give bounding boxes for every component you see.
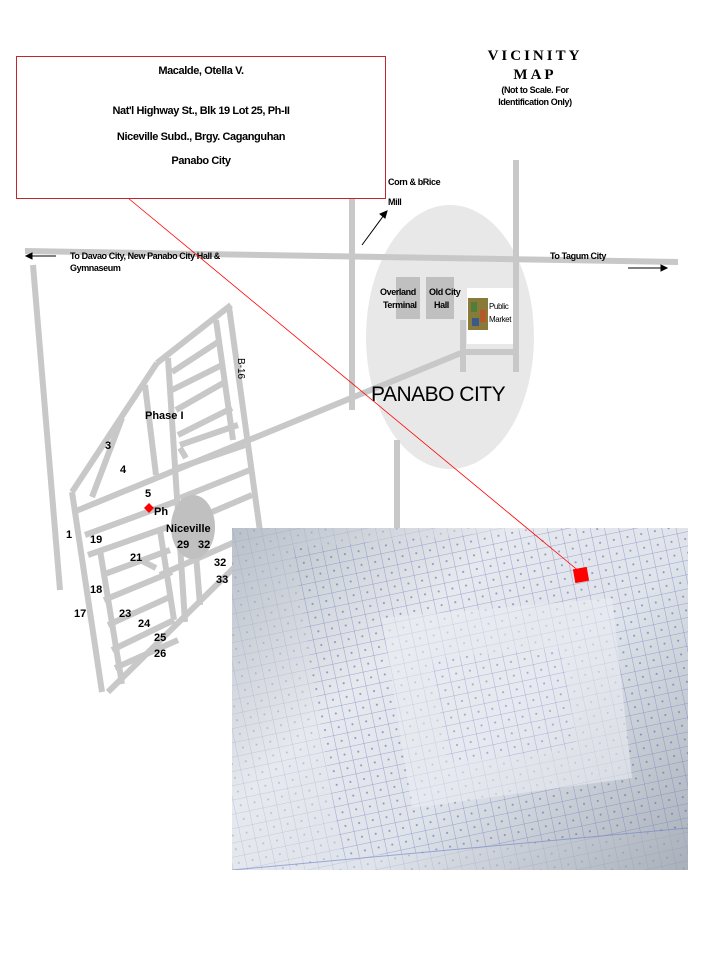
title-line-1: VICINITY: [487, 48, 583, 64]
owner-name: Macalde, Otella V.: [158, 65, 244, 77]
overland-terminal-label-2: Terminal: [383, 300, 417, 310]
block-number: 19: [90, 534, 102, 546]
subdivision-plan-drawing: [232, 528, 688, 870]
public-market-label-1: Public: [489, 302, 509, 311]
block-number: 24: [138, 618, 151, 630]
arrow-right-icon: [628, 264, 669, 272]
overland-terminal-building: [396, 277, 420, 319]
scale-note-2: Identification Only): [498, 97, 572, 107]
old-city-hall-building: [426, 277, 454, 319]
block-number: 32: [198, 539, 210, 551]
overland-terminal-label-1: Overland: [380, 287, 416, 297]
address-line-3: Panabo City: [171, 155, 231, 167]
block-number: 26: [154, 648, 166, 660]
road-b16-label: B-16: [235, 358, 246, 380]
scale-note-1: (Not to Scale. For: [501, 85, 569, 95]
public-market-label-2: Market: [489, 315, 512, 324]
niceville-label: Niceville: [166, 523, 211, 535]
to-tagum-label: To Tagum City: [550, 251, 606, 261]
block-number: 5: [145, 488, 151, 500]
phase-2-label: Ph: [154, 506, 168, 518]
address-line-2: Niceville Subd., Brgy. Caganguhan: [116, 131, 286, 143]
address-box: Macalde, Otella V. Nat'l Highway St., Bl…: [16, 56, 386, 199]
block-number: 18: [90, 584, 102, 596]
block-number: 1: [66, 529, 72, 541]
phase-1-label: Phase I: [145, 410, 184, 422]
mill-label-1: Corn & bRice: [388, 177, 441, 187]
block-number: 21: [130, 552, 142, 564]
block-number: 17: [74, 608, 86, 620]
block-number: 4: [120, 464, 127, 476]
subdivision-plan-photo: [232, 528, 688, 870]
to-davao-label-1: To Davao City, New Panabo City Hall &: [70, 251, 221, 261]
block-number: 32: [214, 557, 226, 569]
old-city-hall-label-2: Hall: [434, 300, 449, 310]
panabo-city-label: PANABO CITY: [371, 383, 506, 406]
block-number: 23: [119, 608, 131, 620]
arrow-left-icon: [24, 252, 56, 260]
block-number: 25: [154, 632, 166, 644]
block-number: 29: [177, 539, 189, 551]
title-line-2: MAP: [513, 67, 557, 83]
public-market-icon: [468, 298, 488, 330]
map-title: VICINITY MAP (Not to Scale. For Identifi…: [455, 48, 615, 108]
block-number: 33: [216, 574, 228, 586]
block-number: 3: [105, 440, 111, 452]
to-davao-label-2: Gymnaseum: [70, 263, 121, 273]
address-line-1: Nat'l Highway St., Blk 19 Lot 25, Ph-II: [112, 105, 290, 117]
old-city-hall-label-1: Old City: [429, 287, 461, 297]
mill-arrow-icon: [361, 210, 388, 246]
mill-label-2: Mill: [388, 197, 401, 207]
